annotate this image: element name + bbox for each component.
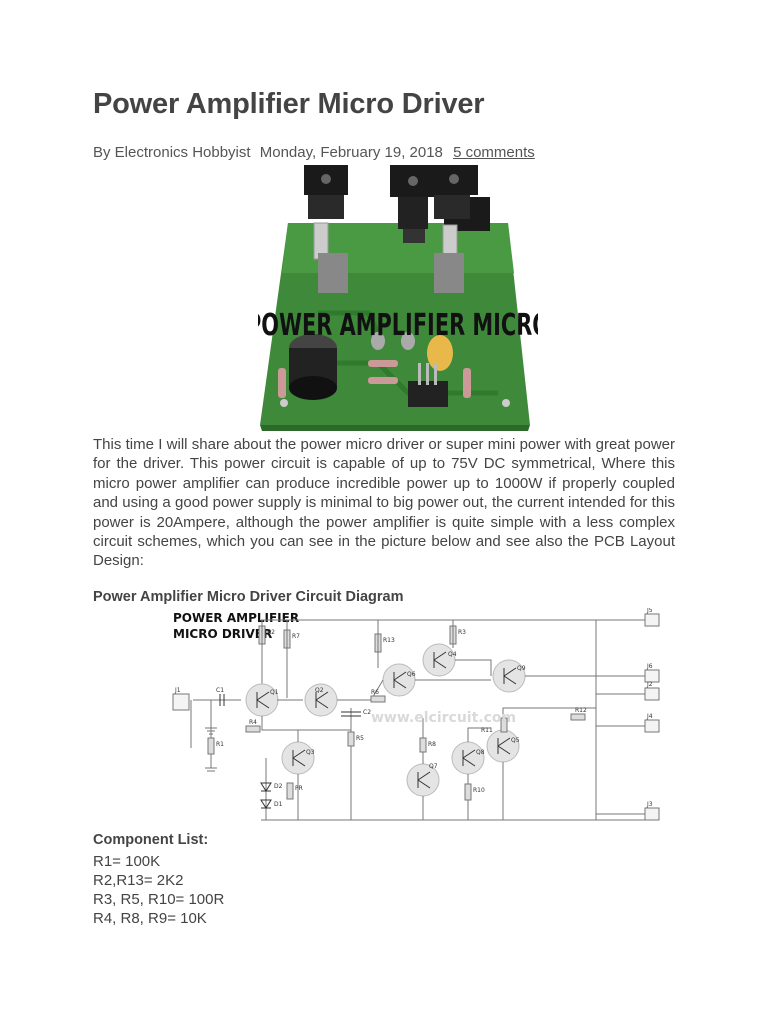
label-j3: J3 — [646, 801, 653, 808]
diagram-heading: Power Amplifier Micro Driver Circuit Dia… — [93, 589, 404, 605]
label-r3: R3 — [458, 629, 466, 636]
label-r7: R7 — [292, 633, 300, 640]
label-pr: PR — [295, 785, 303, 792]
component-list: R1= 100K R2,R13= 2K2 R3, R5, R10= 100R R… — [93, 852, 224, 928]
component-list-heading: Component List: — [93, 832, 209, 848]
article-paragraph: This time I will share about the power m… — [93, 436, 675, 570]
author[interactable]: By Electronics Hobbyist — [93, 144, 251, 161]
label-r2: R2 — [267, 629, 275, 636]
label-c1: C1 — [216, 687, 224, 694]
label-r10: R10 — [473, 787, 485, 794]
label-j2: J2 — [646, 681, 653, 688]
label-d2: D2 — [274, 783, 283, 790]
label-q8: Q8 — [476, 749, 485, 756]
label-r13: R13 — [383, 637, 395, 644]
label-r1: R1 — [216, 741, 224, 748]
circuit-diagram: POWER AMPLIFIER MICRO DRIVER — [172, 608, 660, 821]
diagram-title-line2: MICRO DRIVER — [173, 627, 272, 641]
label-r4: R4 — [249, 719, 257, 726]
label-r12: R12 — [575, 707, 587, 714]
post-date[interactable]: Monday, February 19, 2018 — [259, 144, 443, 161]
label-q7: Q7 — [429, 763, 438, 770]
comments-link[interactable]: 5 comments — [453, 144, 535, 161]
pcb-photo: POWER AMPLIFIER MICRO — [258, 165, 538, 431]
list-item: R1= 100K — [93, 853, 161, 870]
label-r8: R8 — [428, 741, 436, 748]
label-d1: D1 — [274, 801, 283, 808]
diagram-watermark: www.elcircuit.com — [371, 710, 516, 726]
label-c2: C2 — [363, 709, 371, 716]
list-item: R3, R5, R10= 100R — [93, 891, 225, 908]
label-q4: Q4 — [448, 651, 457, 658]
label-q3: Q3 — [306, 749, 315, 756]
label-r5: R5 — [356, 735, 364, 742]
label-q2: Q2 — [315, 687, 324, 694]
label-r6: R6 — [371, 689, 379, 696]
photo-overlay-text: POWER AMPLIFIER MICRO — [258, 308, 538, 343]
label-r11: R11 — [481, 727, 493, 734]
label-q1: Q1 — [270, 689, 279, 696]
article-title: Power Amplifier Micro Driver — [93, 88, 485, 120]
label-j4: J4 — [646, 713, 653, 720]
byline: By Electronics Hobbyist Monday, February… — [93, 144, 535, 161]
label-q9: Q9 — [517, 665, 526, 672]
diagram-title-line1: POWER AMPLIFIER — [173, 611, 299, 625]
label-j6: J6 — [646, 663, 653, 670]
label-j5: J5 — [646, 608, 653, 614]
label-j1: J1 — [174, 687, 181, 694]
list-item: R2,R13= 2K2 — [93, 872, 184, 889]
label-q6: Q6 — [407, 671, 416, 678]
label-q5: Q5 — [511, 737, 520, 744]
list-item: R4, R8, R9= 10K — [93, 910, 207, 927]
